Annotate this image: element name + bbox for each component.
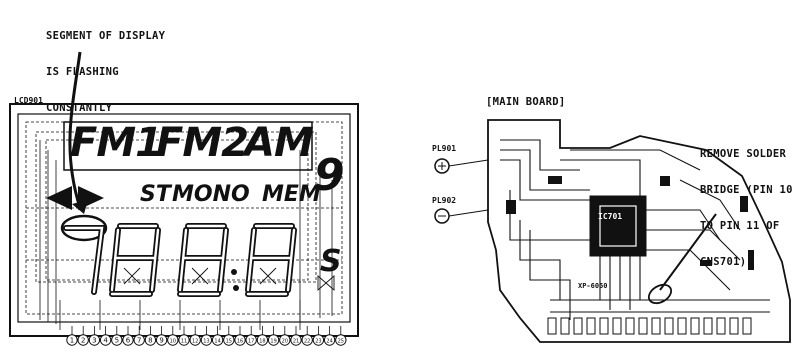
segment-x-mark-1 [123, 267, 141, 285]
pl901-label: PL901 [432, 144, 457, 153]
band-frame [63, 121, 313, 171]
lcd-pin-number: 14 [214, 339, 220, 345]
flashing-segment-circle [60, 214, 108, 242]
board-pad [612, 317, 622, 335]
solder-note-line-3: TO PIN 11 OF [700, 220, 780, 232]
solder-note-line-1: REMOVE SOLDER [700, 148, 787, 160]
lcd-pin-number: 8 [148, 337, 152, 345]
board-pad [716, 317, 726, 335]
lcd-pin-number: 11 [181, 339, 187, 345]
lcd-pin-number: 15 [226, 339, 232, 345]
lcd-pin-number: 24 [326, 339, 332, 345]
lcd-inner-frame [17, 113, 351, 323]
board-pad [638, 317, 648, 335]
lcd-dashed-frame-2 [35, 131, 317, 283]
digit-2-segments [177, 223, 229, 297]
lcd-pin-number: 5 [115, 337, 119, 345]
board-pad [599, 317, 609, 335]
left-arrow-segment [46, 186, 72, 210]
lcd-pin-number: 16 [237, 339, 243, 345]
lcd-pin-number: 3 [92, 337, 96, 345]
lcd-pin-number: 21 [293, 339, 299, 345]
lcd-pin-number: 4 [103, 337, 108, 345]
digit-1-segments [109, 223, 161, 297]
board-pad [690, 317, 700, 335]
lcd-pin-number: 20 [282, 339, 288, 345]
lcd-pin-number: 6 [126, 337, 131, 345]
board-pad [625, 317, 635, 335]
right-arrow-segment [78, 186, 104, 210]
flashing-note-line-1: SEGMENT OF DISPLAY [46, 30, 166, 42]
lcd-pin-number: 13 [203, 339, 209, 345]
board-pad [677, 317, 687, 335]
xp6050-label: XP-6050 [578, 282, 608, 290]
solder-bridge-circle [647, 283, 673, 305]
lcd-pin-number: 25 [338, 339, 344, 345]
board-pad [586, 317, 596, 335]
band-am: AM [244, 120, 314, 166]
indicator-mono: MONO [172, 182, 250, 207]
lcd-pin-number: 9 [159, 337, 163, 345]
pl902-label: PL902 [432, 196, 457, 205]
preset-digit: 9 [314, 150, 345, 201]
board-outline [487, 119, 791, 343]
lcd-pin-number: 17 [248, 339, 254, 345]
lcd-pin-number: 7 [137, 337, 141, 345]
main-board-title: [MAIN BOARD] [486, 96, 566, 108]
ic701-chip [589, 195, 647, 257]
solder-pointer [659, 213, 717, 291]
lcd-pin-number: 23 [315, 339, 321, 345]
indicator-st: ST [140, 182, 171, 207]
lcd-reference-label: LCD901 [14, 96, 43, 105]
lcd-pin-number: 2 [81, 337, 85, 345]
suffix-segment: S [320, 244, 342, 279]
board-pad [560, 317, 570, 335]
board-pad [729, 317, 739, 335]
board-pad [742, 317, 752, 335]
band-fm2: FM2 [156, 120, 249, 166]
lcd-dashed-frame-3 [45, 139, 309, 281]
ic701-label: IC701 [598, 212, 623, 221]
colon-dot-2 [233, 285, 239, 291]
lcd-pin-number: 12 [192, 339, 198, 345]
lcd-pin-number: 22 [304, 339, 310, 345]
digit-3-segments [245, 223, 297, 297]
main-board [434, 119, 791, 343]
lcd-pin-number: 19 [270, 339, 276, 345]
band-fm1: FM1 [70, 120, 163, 166]
board-pad [547, 317, 557, 335]
lcd-pin-number: 1 [70, 337, 74, 345]
solder-note-line-2: BRIDGE (PIN 10 [700, 184, 793, 196]
segment-x-mark-3 [259, 267, 277, 285]
board-pad [573, 317, 583, 335]
segment-x-mark-2 [191, 267, 209, 285]
board-pad [664, 317, 674, 335]
remove-solder-note: REMOVE SOLDER BRIDGE (PIN 10 TO PIN 11 O… [700, 124, 793, 280]
solder-note-line-4: CNS701) [700, 256, 747, 268]
board-pad [651, 317, 661, 335]
bowtie-segment [317, 275, 335, 291]
cns701-pad-row [547, 317, 752, 335]
callout-arrow [68, 51, 82, 209]
lcd-pin-number: 10 [170, 339, 176, 345]
board-pad [703, 317, 713, 335]
indicator-mem: MEM [262, 182, 321, 207]
lcd-pin-number: 18 [259, 339, 265, 345]
colon-dot-1 [231, 269, 237, 275]
